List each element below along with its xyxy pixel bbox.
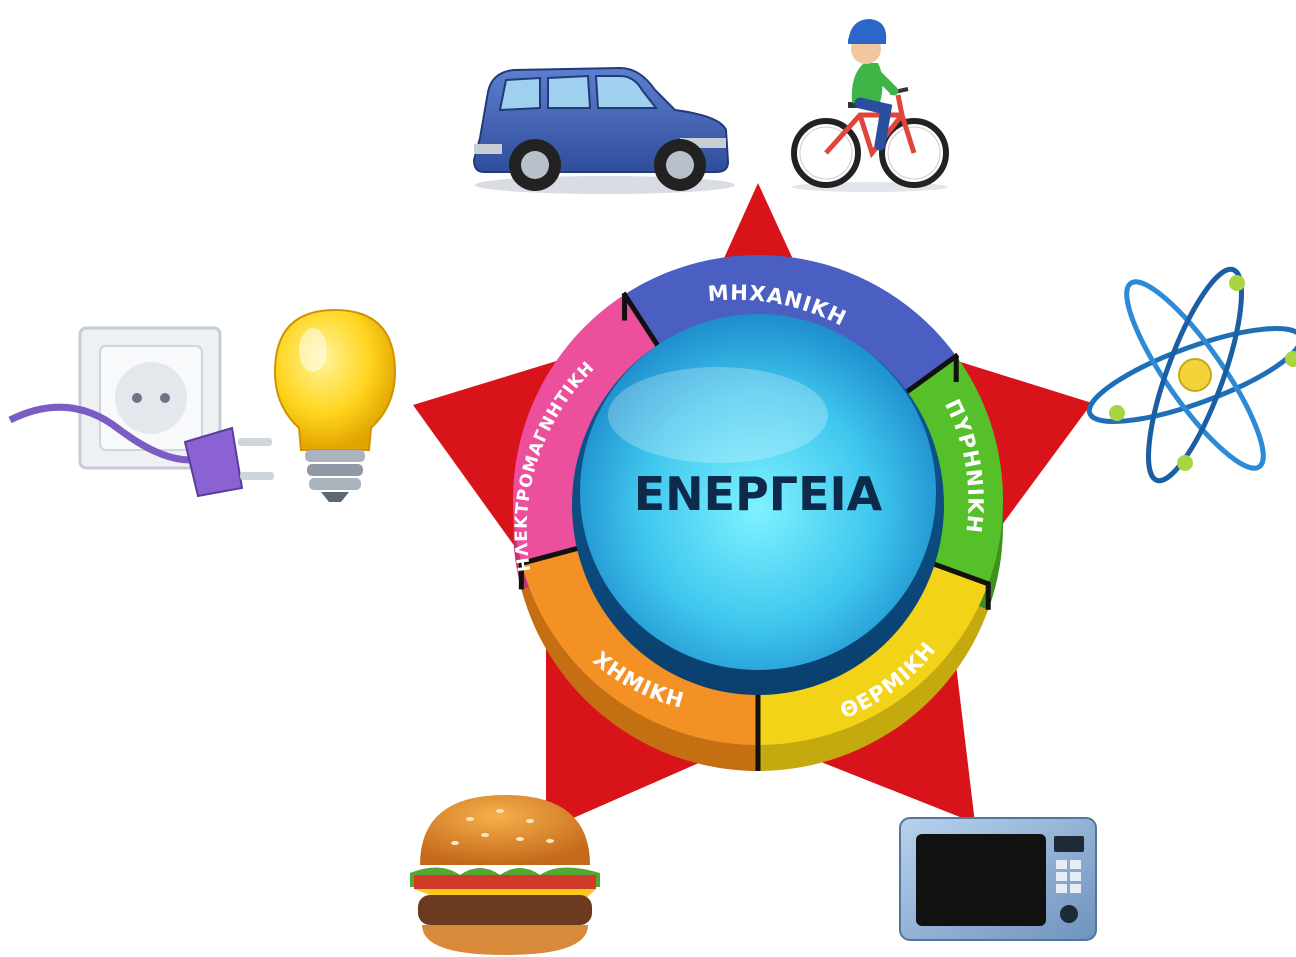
segment-electromagnetic bbox=[513, 294, 662, 564]
center-title: ΕΝΕΡΓΕΙΑ bbox=[634, 467, 883, 521]
segment-nuclear bbox=[902, 355, 1003, 584]
microwave-icon bbox=[899, 817, 1097, 941]
segment-divider bbox=[518, 543, 587, 567]
atom-icon bbox=[1086, 266, 1296, 484]
lightbulb-icon bbox=[273, 308, 397, 502]
center-disk: ΕΝΕΡΓΕΙΑ bbox=[572, 314, 944, 695]
power-plug-socket-icon bbox=[8, 326, 274, 498]
segment-divider bbox=[924, 558, 991, 587]
segment-divider bbox=[621, 291, 664, 353]
segment-divider bbox=[900, 352, 960, 398]
car-icon bbox=[472, 66, 735, 194]
burger-icon bbox=[410, 795, 600, 955]
bicycle-rider-icon bbox=[791, 19, 949, 192]
